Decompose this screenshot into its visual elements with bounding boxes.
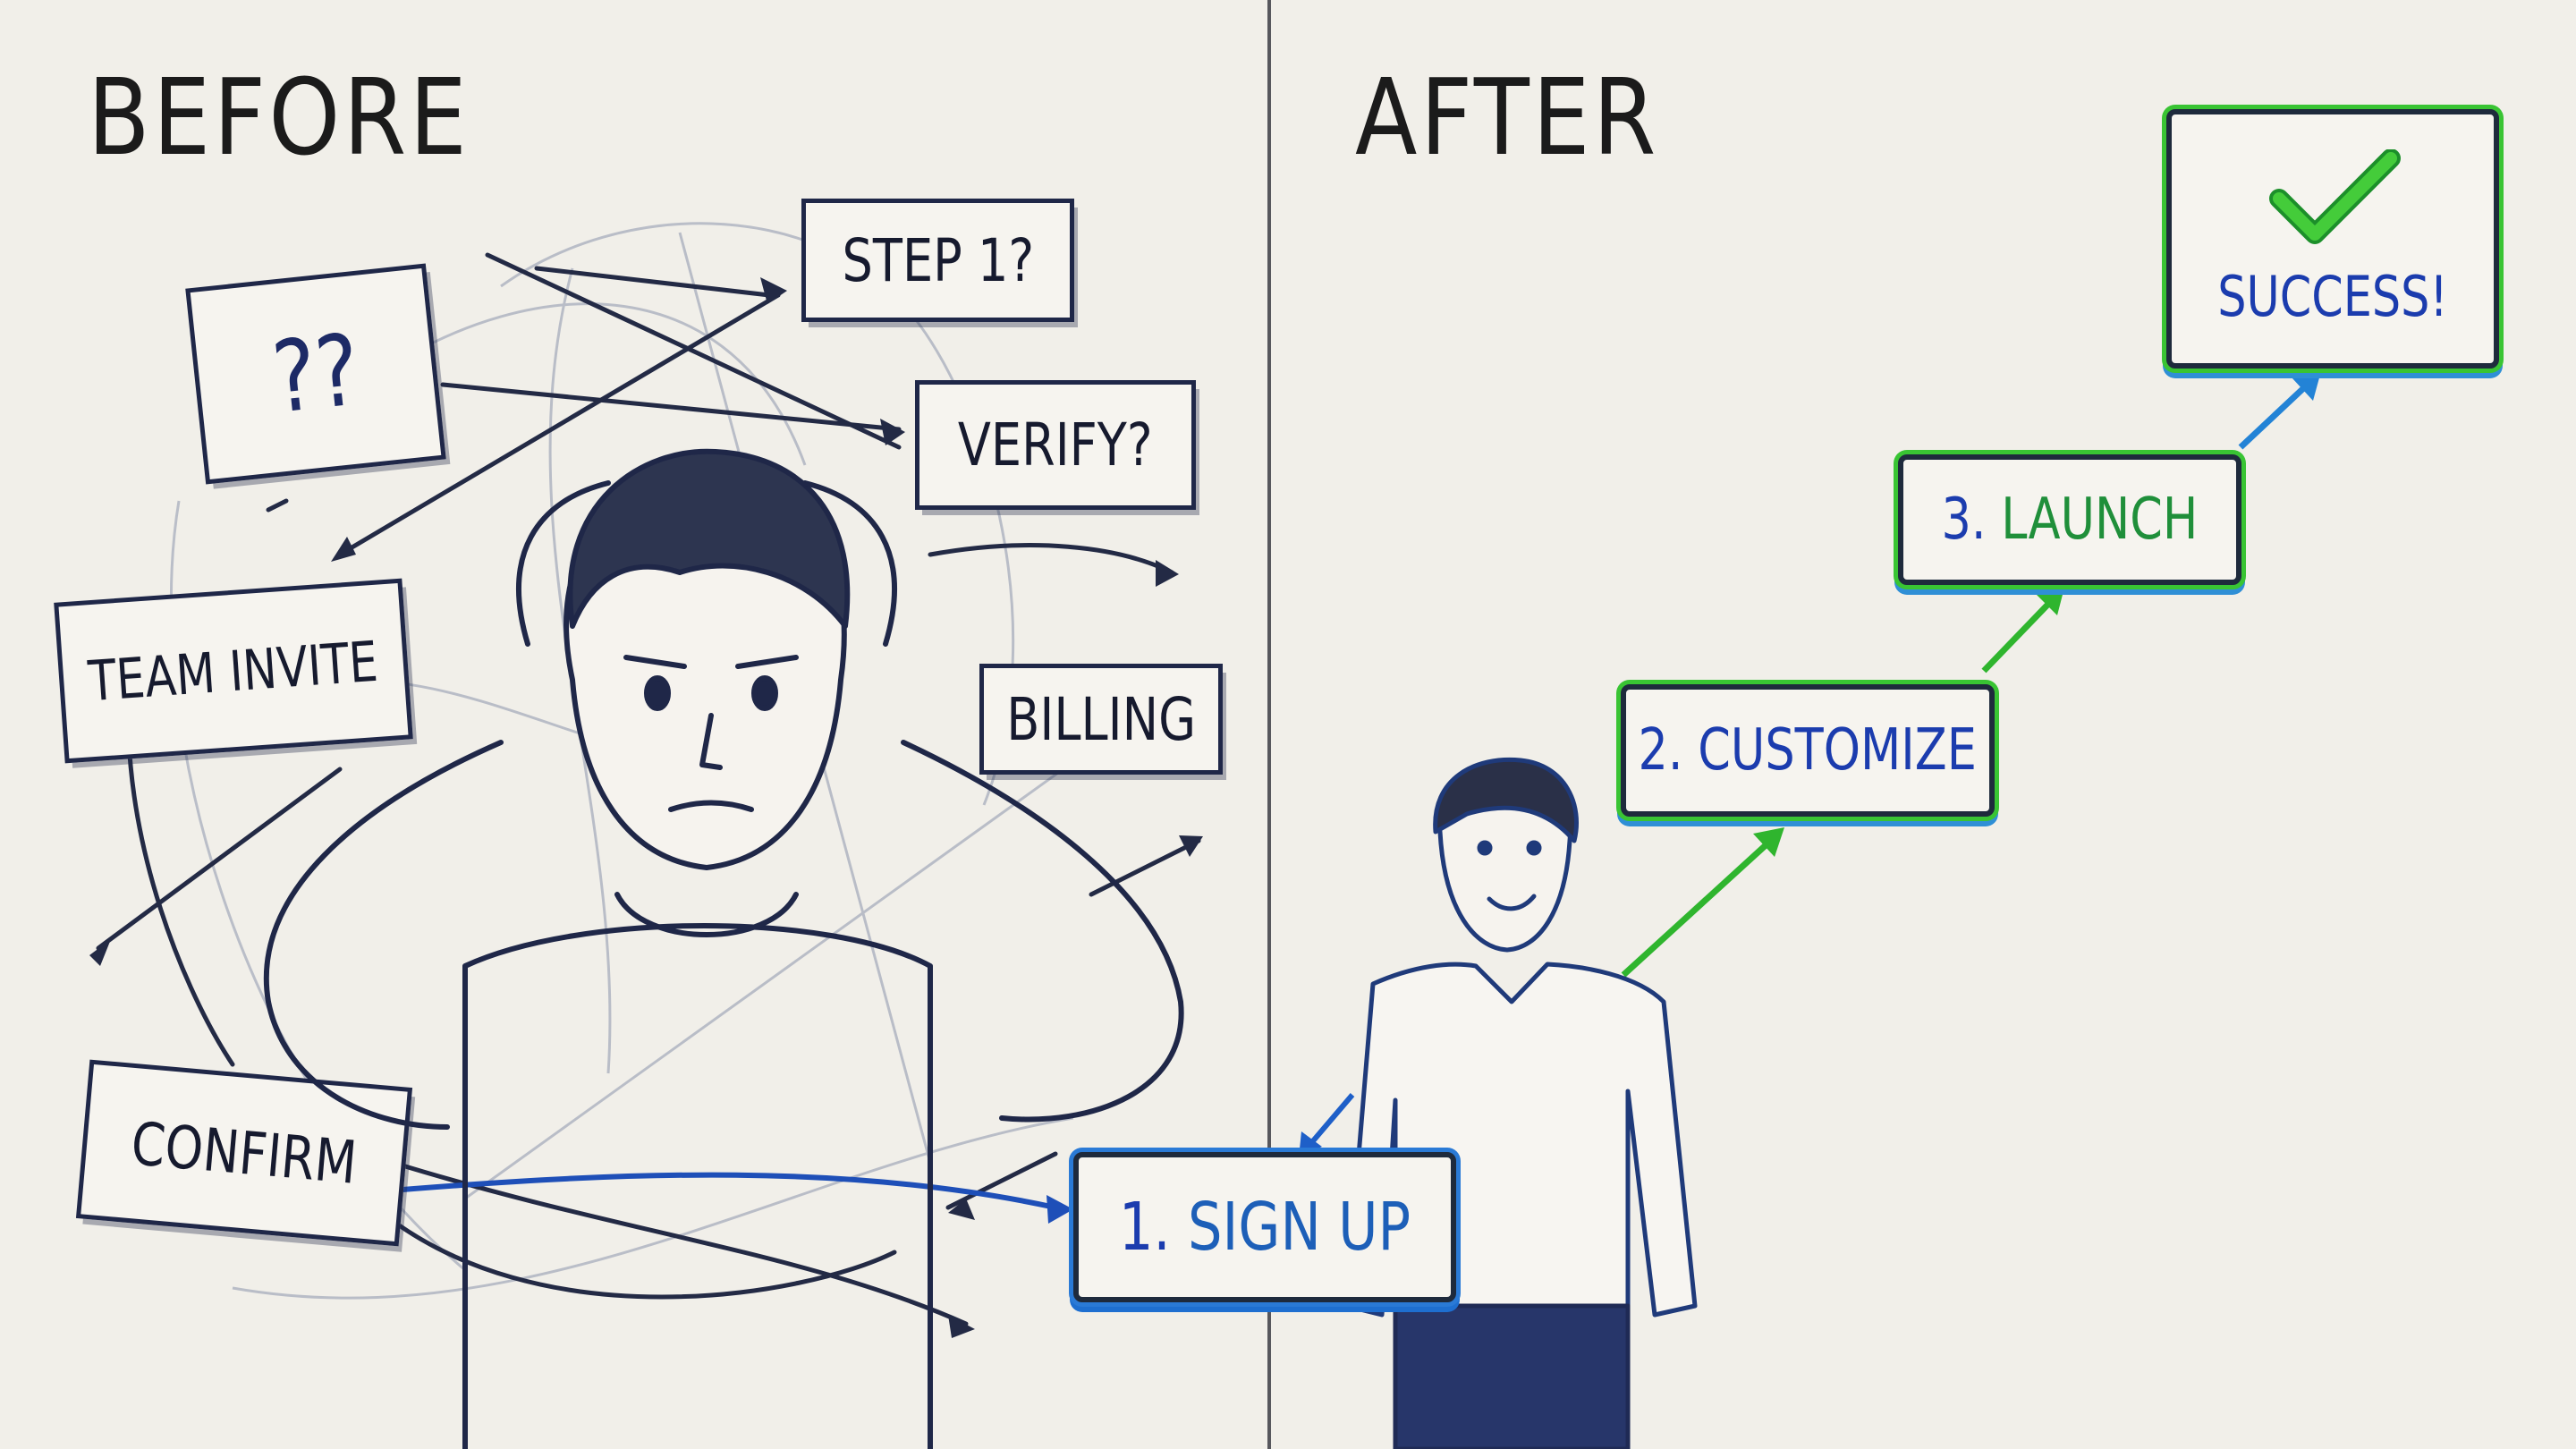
step-label: SIGN UP <box>1188 1189 1411 1266</box>
step-launch[interactable]: 3. LAUNCH <box>1898 454 2241 585</box>
box-label: STEP 1? <box>842 225 1034 295</box>
step-label: LAUNCH <box>2001 487 2199 553</box>
divider-line <box>1267 0 1271 1449</box>
step-number: 1. <box>1118 1189 1171 1266</box>
step1-box: STEP 1? <box>801 199 1074 322</box>
box-label: VERIFY? <box>958 411 1153 479</box>
step-label: CUSTOMIZE <box>1698 717 1978 784</box>
checkmark-icon <box>2269 148 2401 244</box>
step-number: 2. <box>1638 717 1683 784</box>
billing-box: BILLING <box>979 664 1223 775</box>
verify-box: VERIFY? <box>915 380 1196 510</box>
step-customize[interactable]: 2. CUSTOMIZE <box>1621 684 1995 817</box>
before-heading: BEFORE <box>88 55 470 179</box>
success-label: SUCCESS! <box>2217 263 2448 329</box>
success-box: SUCCESS! <box>2166 109 2499 369</box>
box-label: BILLING <box>1006 684 1196 754</box>
after-heading: AFTER <box>1355 55 1659 179</box>
step-sign-up[interactable]: 1. SIGN UP <box>1073 1152 1456 1302</box>
step-number: 3. <box>1941 487 1987 553</box>
